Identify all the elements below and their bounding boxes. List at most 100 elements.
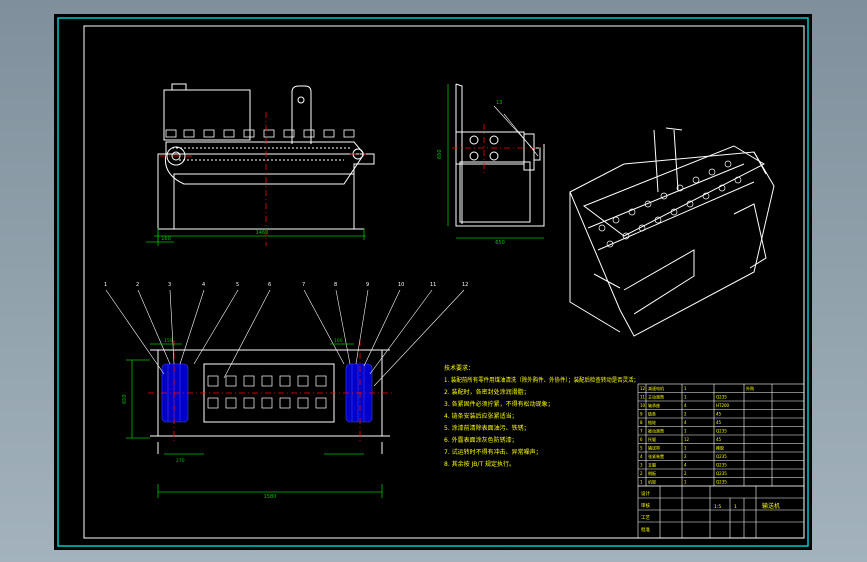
bom-cell: 10	[640, 403, 646, 408]
callout-4: 4	[202, 282, 205, 288]
title-block-label: 批准	[641, 526, 650, 533]
sheet-outer-border	[57, 17, 809, 547]
side-callout-13: 13	[496, 100, 502, 106]
drawing-sheet: 1460 160 650 650 13	[57, 17, 809, 547]
sheet-inner-frame	[83, 25, 805, 539]
plan-small-dimension-c: 270	[176, 458, 185, 464]
bom-cell: 链条	[648, 410, 656, 416]
bom-cell: 8	[640, 420, 643, 425]
cad-viewport: 1460 160 650 650 13	[54, 14, 812, 550]
side-view	[455, 83, 545, 227]
callout-11: 11	[430, 282, 436, 288]
front-length-dimension: 1460	[256, 230, 269, 236]
bom-cell: 9	[640, 411, 643, 416]
bom-cell: 3	[640, 462, 643, 467]
bom-cell: 1	[684, 386, 687, 391]
side-height-dimension: 650	[437, 149, 443, 159]
callout-10: 10	[398, 282, 404, 288]
notes-line: 技术要求：	[444, 364, 474, 372]
notes-line: 8. 其余按 JB/T 规定执行。	[444, 460, 515, 468]
bom-cell: 4	[640, 454, 643, 459]
side-width-dimension: 650	[495, 240, 505, 246]
title-block-name: 输送机	[762, 502, 780, 510]
bom-cell: 11	[640, 394, 646, 399]
bom-cell: 张紧装置	[648, 453, 664, 459]
side-view-centerlines	[452, 124, 544, 174]
bom-cell: 托辊	[648, 436, 656, 442]
bom-cell: 1	[640, 479, 643, 484]
bom-cell: 2	[684, 471, 687, 476]
plan-view-callouts: 1 2 3 4 5 6 7 8 9 10 11 12	[104, 282, 468, 288]
bom-cell: 减速电机	[648, 385, 664, 391]
bom-cell: 5	[640, 445, 643, 450]
front-small-dimension: 160	[161, 236, 171, 242]
bom-cell: Q235	[716, 462, 727, 467]
bom-cell: 外购	[746, 385, 754, 391]
notes-line: 2. 装配时，各密封处涂润滑脂；	[444, 388, 530, 396]
bom-cell: Q235	[716, 454, 727, 459]
bom-cell: 被动滚筒	[648, 427, 664, 433]
bom-cell: 2	[640, 471, 643, 476]
callout-2: 2	[136, 282, 139, 288]
title-block-label: 设计	[641, 490, 650, 497]
title-block-sheet: 1	[734, 504, 737, 510]
notes-line: 1. 装配前所有零件用煤油清洗（除外购件、外协件）；装配后检查转动是否灵活；	[444, 376, 639, 384]
bom-cell: 12	[640, 386, 646, 391]
bom-cell: 4	[684, 420, 687, 425]
plan-height-dimension: 650	[122, 394, 128, 404]
bom-cell: 45	[716, 411, 722, 416]
bom-cell: 侧板	[648, 470, 656, 476]
notes-line: 4. 链条安装后应张紧适当；	[444, 412, 518, 420]
bom-cell: 45	[716, 437, 722, 442]
plan-small-dimension-a: 150	[164, 338, 173, 344]
notes-line: 7. 试运转时不得有冲击、异常噪声；	[444, 448, 542, 456]
bom-cell: Q235	[716, 471, 727, 476]
bom-cell: 12	[684, 437, 690, 442]
bom-cell: 橡胶	[716, 444, 724, 450]
bom-cell: 输送带	[648, 444, 660, 450]
title-block-label: 审核	[641, 502, 650, 509]
bom-cell: 1	[684, 445, 687, 450]
plan-small-dimension-b: 160	[334, 338, 343, 344]
bom-cell: Q235	[716, 394, 727, 399]
bom-cell: 7	[640, 428, 643, 433]
bom-cell: 4	[684, 403, 687, 408]
title-block-scale: 1:5	[714, 504, 721, 510]
callout-1: 1	[104, 282, 107, 288]
plan-view-leaders	[105, 289, 465, 387]
bom-cell: 4	[684, 462, 687, 467]
callout-12: 12	[462, 282, 468, 288]
side-view-dimensions	[447, 84, 544, 239]
bom-cell: 轴承座	[648, 402, 660, 408]
callout-3: 3	[168, 282, 171, 288]
front-view-centerlines	[160, 112, 366, 246]
plan-view-centerlines	[148, 340, 392, 444]
front-view-dimensions	[146, 228, 366, 246]
notes-line: 6. 外露表面涂灰色防锈漆；	[444, 436, 518, 444]
technical-notes: 技术要求： 1. 装配前所有零件用煤油清洗（除外购件、外协件）；装配后检查转动是…	[444, 364, 639, 468]
bom-cell: 2	[684, 454, 687, 459]
isometric-view	[569, 127, 775, 337]
bom-cell: 主动滚筒	[648, 393, 664, 399]
callout-8: 8	[334, 282, 337, 288]
callout-5: 5	[236, 282, 239, 288]
notes-line: 5. 涂漆前清除表面油污、铁锈；	[444, 424, 530, 432]
bom-cell: 1	[684, 428, 687, 433]
callout-6: 6	[268, 282, 271, 288]
bom-cell: HT200	[716, 403, 730, 408]
bom-cell: Q235	[716, 479, 727, 484]
bom-cell: 链轮	[648, 419, 656, 425]
callout-9: 9	[366, 282, 369, 288]
plan-length-dimension: 1580	[264, 494, 277, 500]
callout-7: 7	[302, 282, 305, 288]
title-block	[637, 485, 805, 539]
bom-cell: 2	[684, 411, 687, 416]
title-block-label: 工艺	[641, 515, 650, 521]
bom-cell: 支腿	[648, 461, 656, 467]
bom-cell: 机架	[648, 478, 656, 484]
bom-cell: Q235	[716, 428, 727, 433]
plan-view-dimensions	[126, 343, 383, 498]
bom-cell: 1	[684, 394, 687, 399]
bom-row-lines	[638, 392, 804, 478]
